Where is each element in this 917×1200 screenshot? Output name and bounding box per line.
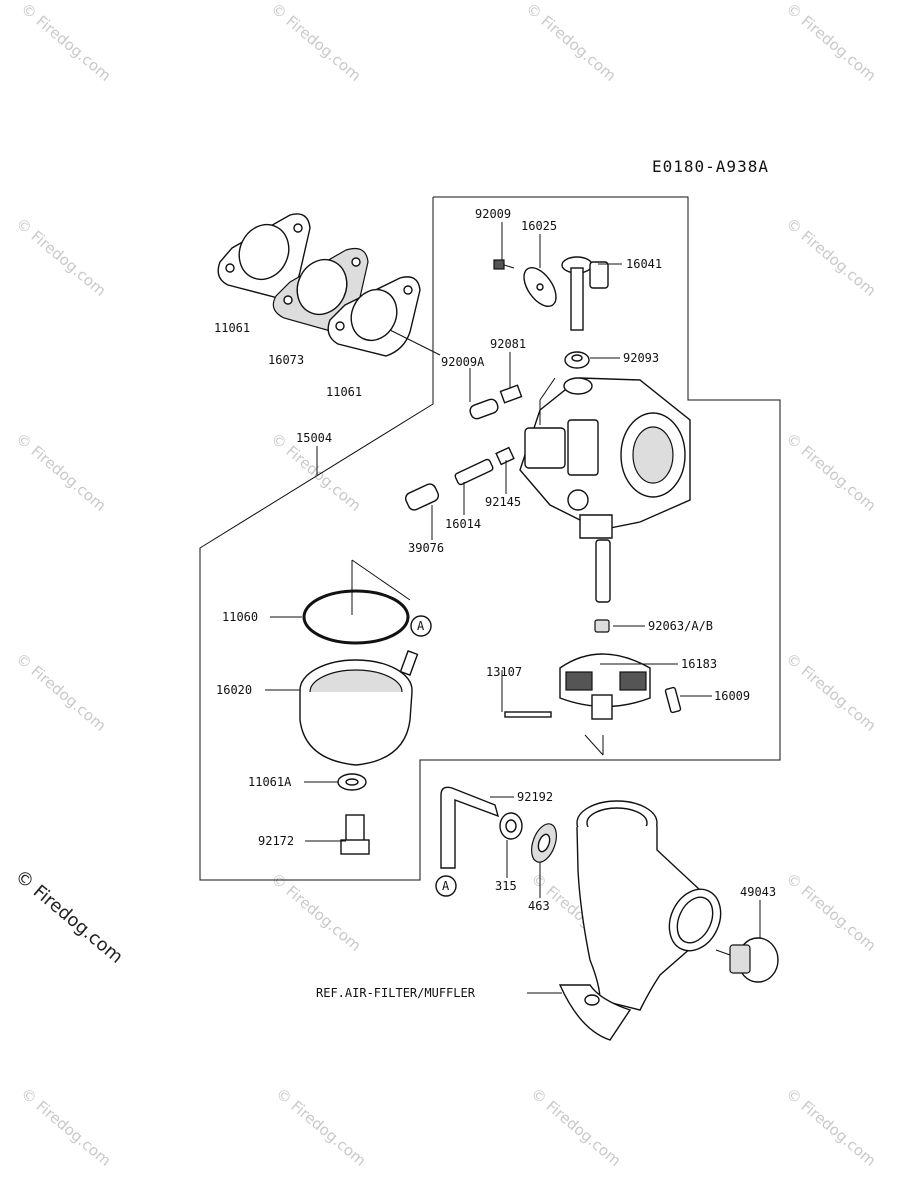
part-labels: 92009 16025 16041 11061 16073 11061 9200…	[214, 207, 776, 1000]
screw-16014	[454, 458, 494, 486]
watermark: © Firedog.com	[267, 869, 364, 954]
callout-a-bottom: A	[435, 875, 457, 897]
label-49043: 49043	[740, 885, 776, 899]
watermark: © Firedog.com	[12, 214, 109, 299]
label-92192: 92192	[517, 790, 553, 804]
watermark: © Firedog.com	[267, 0, 364, 85]
label-11060: 11060	[222, 610, 258, 624]
label-16020: 16020	[216, 683, 252, 697]
label-92081: 92081	[490, 337, 526, 351]
tube-92192	[440, 786, 500, 869]
watermark: © Firedog.com	[522, 0, 619, 85]
label-ref-air-filter-muffler: REF.AIR-FILTER/MUFFLER	[316, 986, 476, 1000]
label-11061A: 11061A	[248, 775, 292, 789]
washer-11061A	[337, 773, 367, 791]
bolt-92172	[340, 814, 370, 855]
watermark: © Firedog.com	[782, 429, 879, 514]
float-bowl-16020	[299, 650, 419, 766]
pilot-jet-92009A	[469, 398, 499, 420]
watermark: © Firedog.com	[782, 649, 879, 734]
label-92145: 92145	[485, 495, 521, 509]
watermark: © Firedog.com	[782, 1084, 879, 1169]
label-16183: 16183	[681, 657, 717, 671]
label-463: 463	[528, 899, 550, 913]
leader-lines	[265, 222, 761, 994]
label-92093: 92093	[623, 351, 659, 365]
o-ring-11060	[302, 559, 411, 645]
carburetor-body	[519, 377, 691, 539]
assembly-frame	[199, 196, 781, 881]
nozzle	[595, 539, 611, 603]
watermark: © Firedog.com	[782, 869, 879, 954]
label-315: 315	[495, 879, 517, 893]
jet-92063	[594, 619, 610, 633]
label-39076: 39076	[408, 541, 444, 555]
needle-16009	[664, 686, 682, 714]
watermark: © Firedog.com	[782, 0, 879, 85]
label-92009: 92009	[475, 207, 511, 221]
callout-a-top: A	[410, 615, 432, 637]
gasket-11061-bottom	[327, 276, 421, 357]
plate-16025	[523, 267, 557, 307]
diagram-code: E0180-A938A	[652, 157, 769, 176]
seal-92093	[564, 351, 590, 369]
watermark: © Firedog.com	[17, 1084, 114, 1169]
washer-463	[531, 823, 557, 863]
watermark: © Firedog.com	[12, 649, 109, 734]
gasket-11061-top	[217, 213, 311, 299]
label-16014: 16014	[445, 517, 481, 531]
label-11061-top: 11061	[214, 321, 250, 335]
label-15004: 15004	[296, 431, 332, 445]
spring-92145	[495, 446, 515, 466]
watermark: © Firedog.com	[17, 0, 114, 85]
watermark: © Firedog.com	[527, 1084, 624, 1169]
label-92009A: 92009A	[441, 355, 485, 369]
spring-92081	[499, 384, 523, 404]
label-16025: 16025	[521, 219, 557, 233]
watermark: © Firedog.com	[12, 429, 109, 514]
label-92172: 92172	[258, 834, 294, 848]
label-16073: 16073	[268, 353, 304, 367]
float-16183	[559, 653, 651, 720]
screw-92009	[493, 259, 515, 270]
intake-pipe	[558, 800, 722, 1041]
watermark: © Firedog.com	[782, 214, 879, 299]
label-92063: 92063/A/B	[648, 619, 713, 633]
shaft-16041	[561, 256, 609, 331]
label-11061-bottom: 11061	[326, 385, 362, 399]
fitting-39076	[404, 483, 440, 511]
watermark: © Firedog.com	[272, 1084, 369, 1169]
nut-315	[499, 812, 523, 840]
svg-text:A: A	[417, 619, 425, 633]
solenoid-49043	[715, 937, 779, 983]
float-pin-13107	[504, 711, 552, 718]
svg-text:A: A	[442, 879, 450, 893]
label-13107: 13107	[486, 665, 522, 679]
copyright: © Firedog.com	[11, 866, 127, 968]
label-16009: 16009	[714, 689, 750, 703]
label-16041: 16041	[626, 257, 662, 271]
